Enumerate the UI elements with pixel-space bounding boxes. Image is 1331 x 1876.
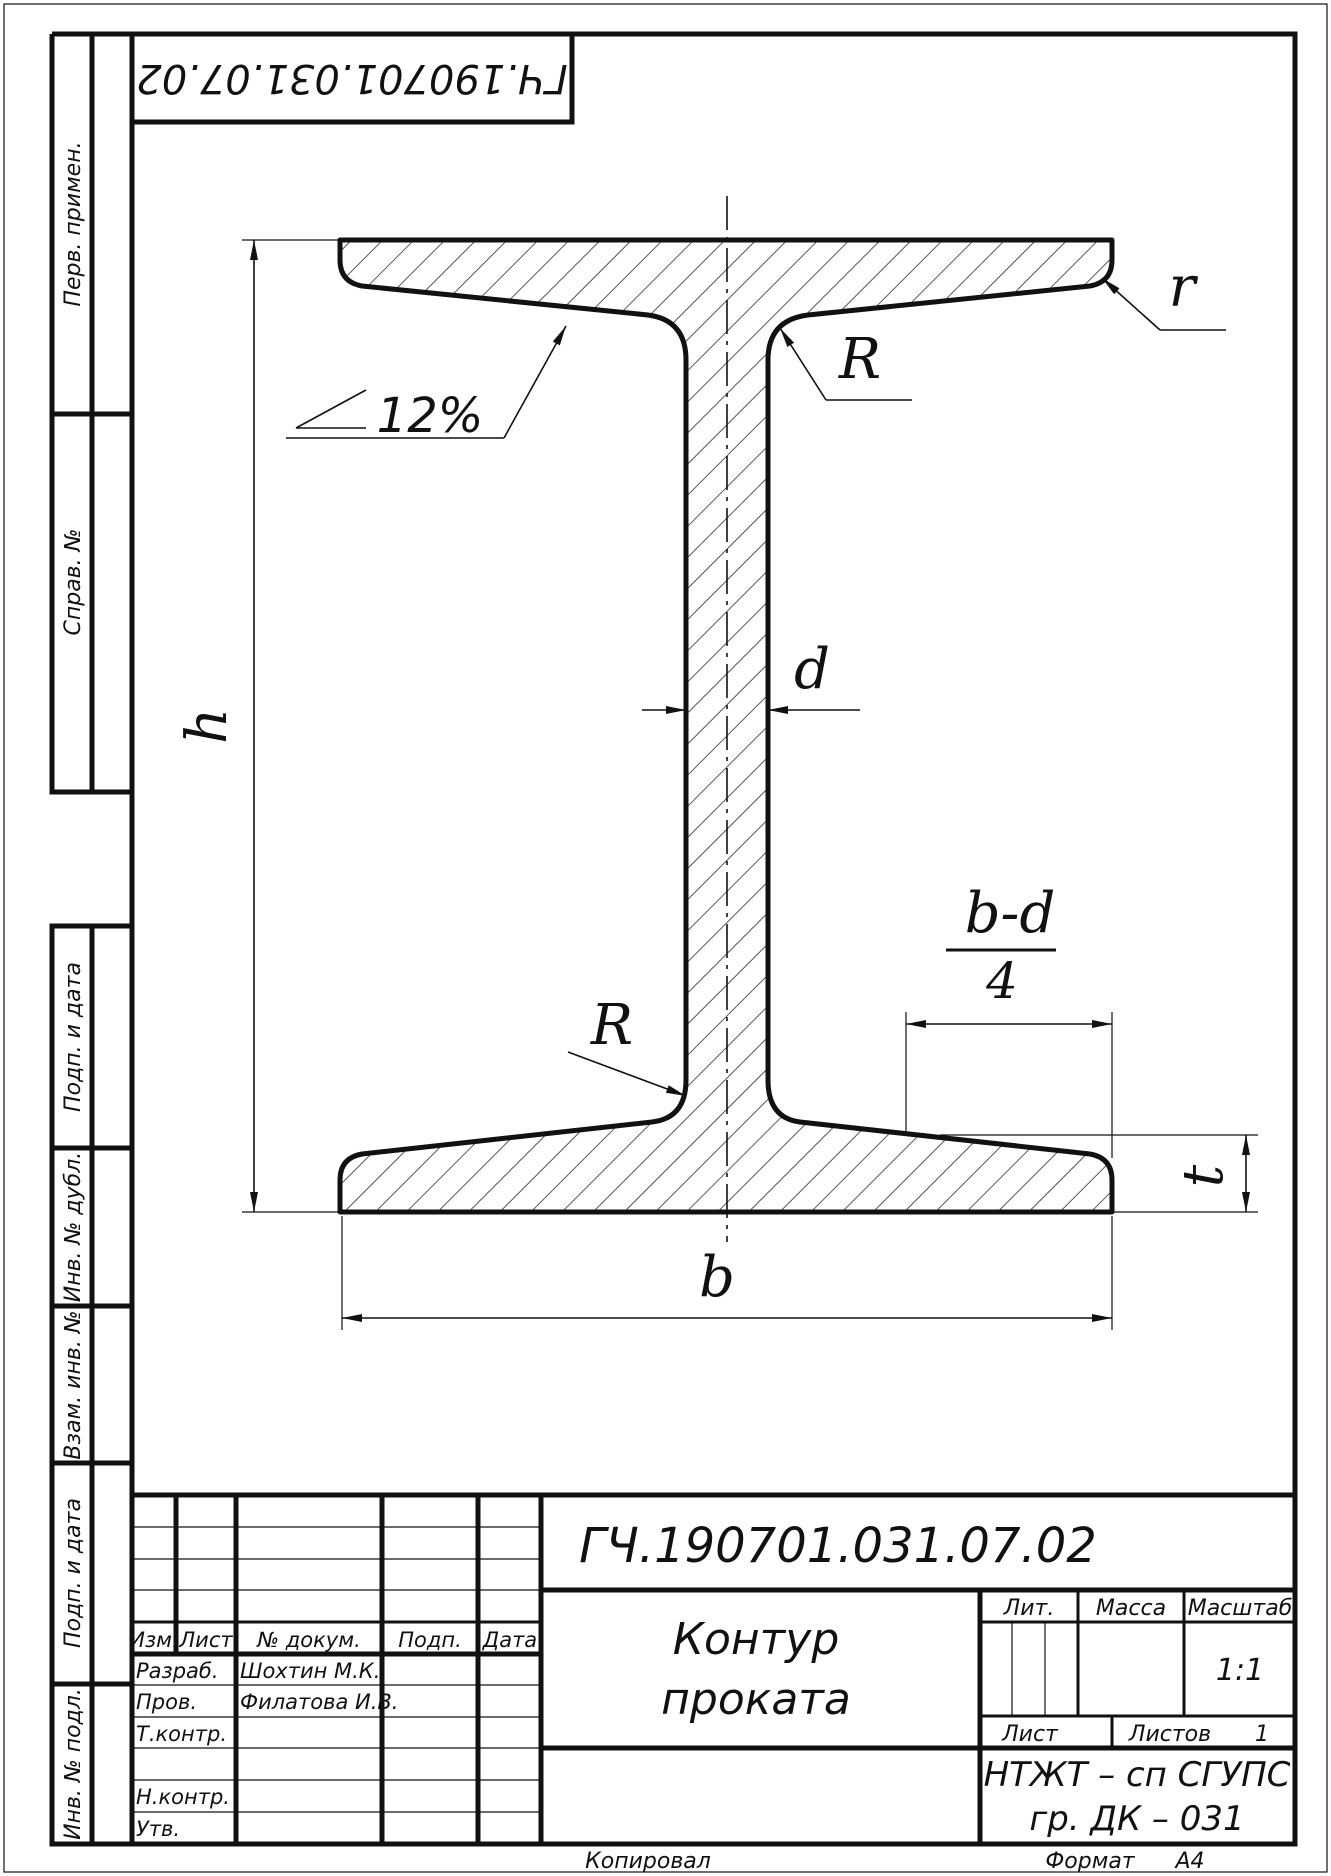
- stamp-header-podp: Подп.: [398, 1628, 462, 1652]
- dim-label-t: t: [1171, 1164, 1236, 1187]
- i-beam-profile: [337, 237, 1115, 1215]
- strip-label-inv-podl: Инв. № подл.: [61, 1688, 86, 1840]
- stamp-scale-value: 1:1: [1216, 1653, 1264, 1688]
- strip-label-podp-data-1: Подп. и дата: [61, 962, 86, 1112]
- title-name-line-1: Контур: [673, 1614, 840, 1665]
- drawing-frame: [129, 31, 1298, 1847]
- strip-label-inv-dubl: Инв. № дубл.: [61, 1152, 86, 1303]
- stamp-sheet-label: Лист: [1001, 1722, 1059, 1747]
- dimension-t: t: [940, 1134, 1258, 1213]
- leader-R-top: R: [779, 327, 912, 401]
- stamp-header-list: Лист: [178, 1628, 233, 1652]
- rotated-designation-box: ГЧ.190701.031.07.02: [132, 34, 575, 125]
- dim-label-r: r: [1169, 255, 1199, 320]
- stamp-lit-label: Лит.: [1003, 1596, 1055, 1621]
- dim-label-b: b: [699, 1245, 735, 1310]
- stamp-header-dokum: № докум.: [256, 1628, 361, 1652]
- stamp-name-razrab: Шохтин М.К.: [240, 1659, 380, 1683]
- dimension-h: h: [175, 239, 340, 1213]
- leader-r-small: r: [1101, 255, 1226, 331]
- strip-label-perv-primen: Перв. примен.: [61, 141, 86, 306]
- strip-label-sprav-no: Справ. №: [61, 528, 86, 635]
- stamp-role-razrab: Разраб.: [136, 1659, 219, 1683]
- rotated-designation: ГЧ.190701.031.07.02: [136, 55, 567, 101]
- slope-indicator: 12%: [286, 325, 567, 444]
- dimension-d: d: [642, 637, 860, 714]
- dimension-b: b: [341, 1216, 1113, 1330]
- dim-label-4: 4: [985, 952, 1018, 1010]
- stamp-sheets-value: 1: [1255, 1722, 1269, 1747]
- strip-label-vzam-inv: Взам. инв. №: [61, 1310, 86, 1459]
- stamp-role-prov: Пров.: [136, 1690, 197, 1714]
- leader-R-bottom: R: [567, 993, 687, 1097]
- stamp-role-nkontr: Н.контр.: [136, 1785, 230, 1809]
- dim-label-d: d: [794, 637, 830, 702]
- title-designation: ГЧ.190701.031.07.02: [579, 1518, 1097, 1574]
- organization-line-2: гр. ДК – 031: [1029, 1799, 1244, 1839]
- stamp-header-izm: Изм.: [129, 1628, 178, 1652]
- footer-copied: Копировал: [585, 1849, 711, 1874]
- footer-format-value: А4: [1173, 1849, 1204, 1874]
- sheet-footer: Копировал Формат А4: [585, 1849, 1204, 1874]
- stamp-sheets-label: Листов: [1128, 1722, 1211, 1747]
- sheet-outer-border: [3, 3, 1328, 1873]
- dimension-b-d-4: b-d 4: [905, 881, 1113, 1158]
- stamp-role-tkontr: Т.контр.: [136, 1722, 227, 1746]
- dim-label-h: h: [175, 708, 240, 744]
- footer-format-label: Формат: [1045, 1849, 1135, 1874]
- stamp-mass-label: Масса: [1096, 1596, 1166, 1621]
- dim-label-b-d: b-d: [965, 881, 1056, 946]
- stamp-name-prov: Филатова И.В.: [240, 1690, 398, 1714]
- title-block: Изм. Лист № докум. Подп. Дата Разраб. Шо…: [129, 1492, 1295, 1844]
- dim-label-R-top: R: [838, 327, 881, 392]
- stamp-scale-label: Масштаб: [1188, 1596, 1293, 1621]
- dim-label-R-bottom: R: [590, 993, 633, 1058]
- stamp-role-utv: Утв.: [136, 1817, 180, 1841]
- left-strip: Перв. примен. Справ. № Подп. и дата Инв.…: [49, 31, 132, 1847]
- strip-label-podp-data-2: Подп. и дата: [61, 1498, 86, 1648]
- stamp-header-data: Дата: [482, 1628, 537, 1652]
- i-beam-section: [337, 196, 1115, 1242]
- title-name-line-2: проката: [661, 1674, 851, 1725]
- organization-line-1: НТЖТ – сп СГУПС: [984, 1755, 1291, 1795]
- slope-label: 12%: [377, 388, 484, 444]
